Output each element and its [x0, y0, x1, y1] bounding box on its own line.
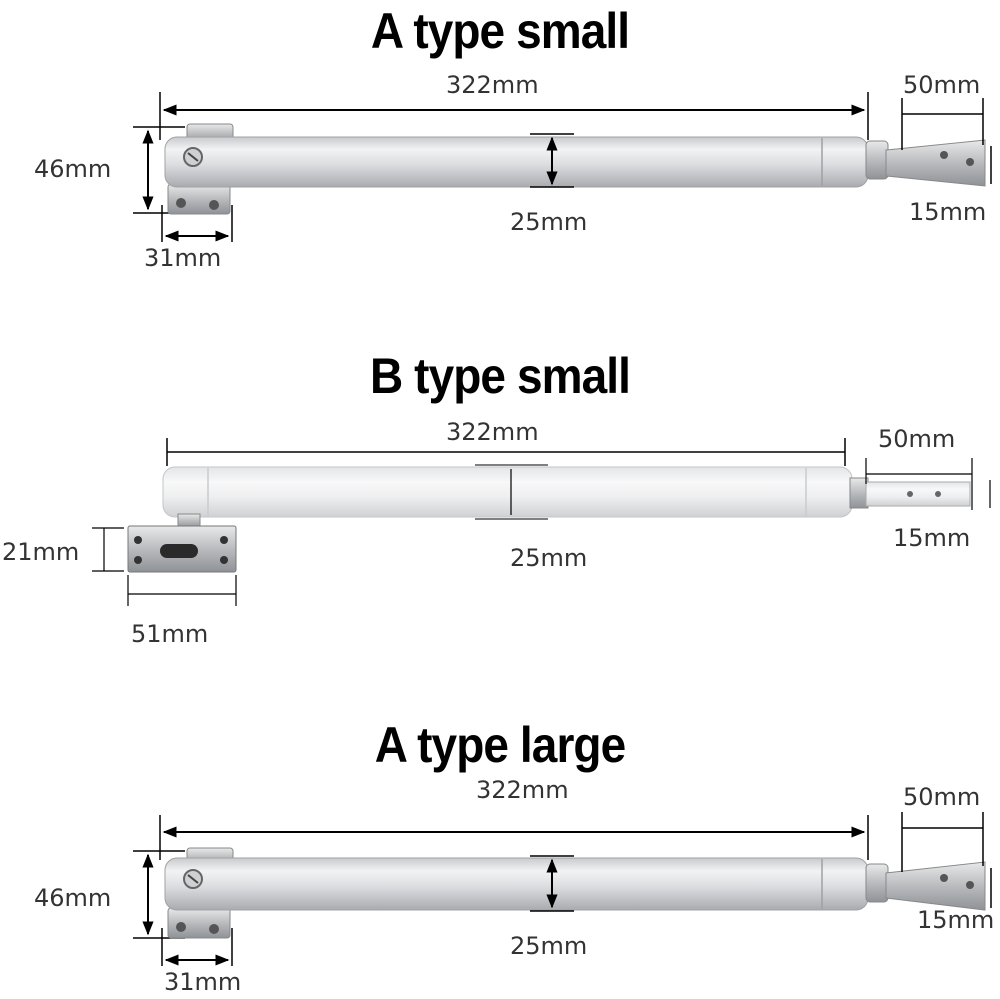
closer-tube: [164, 136, 869, 188]
section-title-b-type-small: B type small: [370, 348, 631, 404]
closer-arm: [885, 139, 986, 187]
arm-hinge: [849, 477, 869, 509]
screw-icon: [209, 200, 219, 210]
arm-length-label: 50mm: [878, 425, 956, 453]
arm-width-label: 15mm: [909, 198, 987, 226]
slot-hole: [160, 544, 198, 558]
screw-icon: [209, 924, 219, 934]
section-title-a-type-large: A type large: [374, 717, 626, 773]
closer-arm: [865, 481, 971, 507]
length-label: 322mm: [446, 71, 539, 99]
mounting-bracket-base: [167, 907, 231, 939]
closer-a-type-large: [133, 812, 992, 966]
closer-tube: [164, 857, 869, 911]
arm-length-label: 50mm: [903, 71, 981, 99]
bracket-height-label: 21mm: [2, 538, 80, 566]
bracket-width-label: 31mm: [164, 968, 242, 996]
tube-diameter-label: 25mm: [510, 544, 588, 572]
arm-width-label: 15mm: [917, 906, 995, 934]
tube-diameter-label: 25mm: [510, 208, 588, 236]
length-label: 322mm: [446, 418, 539, 446]
bracket-width-label: 31mm: [144, 244, 222, 272]
closer-tube: [162, 466, 853, 518]
section-title-a-type-small: A type small: [370, 3, 630, 59]
mounting-bracket-base: [167, 183, 231, 215]
closer-b-type-small: [92, 438, 991, 606]
screw-icon: [176, 198, 186, 208]
length-label: 322mm: [476, 776, 569, 804]
closer-arm: [885, 861, 986, 911]
height-label: 46mm: [34, 884, 112, 912]
screw-icon: [176, 922, 186, 932]
arm-hinge: [865, 863, 889, 903]
arm-length-label: 50mm: [903, 783, 981, 811]
bracket-width-label: 51mm: [131, 620, 209, 648]
closer-a-type-small: [133, 92, 992, 242]
tube-diameter-label: 25mm: [510, 932, 588, 960]
arm-hinge: [865, 140, 889, 180]
height-label: 46mm: [34, 155, 112, 183]
arm-width-label: 15mm: [893, 524, 971, 552]
